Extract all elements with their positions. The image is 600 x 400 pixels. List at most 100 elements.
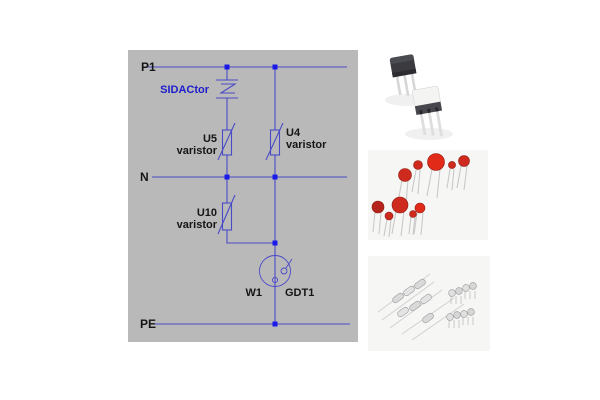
gdt-capsule	[392, 292, 404, 304]
varistor-disc	[427, 153, 445, 171]
gdt-electrode-right	[280, 267, 288, 275]
varistor-disc	[413, 160, 423, 170]
varistor-disc	[391, 196, 409, 214]
varistor-leads	[372, 165, 468, 238]
lead	[372, 211, 382, 235]
component-type-u4: varistor	[286, 139, 327, 151]
to-package-dark-icon	[389, 54, 418, 97]
rail-label-pe: PE	[140, 317, 156, 331]
to-package-light-icon	[412, 85, 443, 137]
varistor-disc	[458, 155, 470, 167]
varistor-disc	[371, 200, 385, 214]
package-top-face	[389, 54, 414, 64]
sidactor-packages-photo	[363, 42, 467, 144]
gdt-bead	[462, 284, 470, 292]
wire-left-bottom	[226, 177, 275, 244]
lead	[411, 169, 421, 195]
varistor-disc	[398, 168, 412, 182]
sidactor-packages-image	[385, 54, 453, 140]
junction-dot	[224, 64, 230, 70]
junction-dot	[224, 174, 230, 180]
lead	[411, 303, 465, 341]
gdt-bead	[469, 282, 477, 290]
varistor-u5-body	[221, 129, 233, 156]
gdt-capsule	[397, 306, 409, 318]
lead	[419, 112, 427, 136]
varistor-u4-body	[269, 129, 281, 156]
gas-discharge-tubes-photo	[368, 256, 490, 351]
lead	[383, 218, 392, 238]
disc-varistors-image	[371, 153, 470, 238]
varistor-disc	[384, 211, 394, 221]
gdt-3electrode	[448, 287, 463, 304]
lead-root	[427, 108, 431, 114]
lead	[426, 168, 441, 199]
varistor-u5-diagonal	[217, 122, 236, 161]
junction-dots	[224, 64, 278, 327]
gdt-symbol	[259, 255, 293, 287]
junction-dot	[272, 64, 278, 70]
rail-label-p1: P1	[141, 60, 156, 74]
lead	[427, 111, 435, 136]
junction-dot	[272, 174, 278, 180]
component-ref-w1: W1	[246, 287, 263, 299]
varistor-u10-symbol	[217, 194, 236, 235]
varistor-u5-symbol	[217, 122, 236, 161]
varistor-discs	[371, 153, 470, 221]
component-ref-u10: U10	[197, 207, 217, 219]
component-ref-gdt1: GDT1	[285, 287, 314, 299]
varistor-disc	[414, 202, 426, 214]
disc-varistors-photo	[368, 150, 488, 240]
component-ref-u4: U4	[286, 127, 301, 139]
lead-root	[419, 110, 423, 115]
lead	[446, 168, 455, 191]
package-base	[392, 68, 417, 78]
gdt-bead	[448, 289, 456, 297]
gdt-capsule	[403, 285, 415, 297]
gdt-bead	[453, 311, 461, 319]
lead	[413, 212, 424, 236]
junction-dot	[272, 240, 278, 246]
varistor-disc	[409, 210, 417, 218]
varistor-u10-diagonal	[217, 194, 236, 235]
lead	[448, 320, 460, 328]
three-electrode-gdts	[446, 282, 477, 328]
gdt-bead	[446, 313, 454, 321]
gdt-gap-line	[285, 258, 293, 269]
varistor-u4-symbol	[265, 122, 284, 161]
lead	[381, 281, 435, 321]
circuit-diagram-panel: P1 N PE SIDACtor U5 varistor U4 varistor…	[128, 50, 358, 342]
lead	[403, 74, 410, 96]
lead	[450, 296, 462, 304]
gdt-3electrode	[460, 308, 475, 325]
varistor-disc	[448, 161, 456, 169]
lead	[462, 317, 474, 325]
gdt-3electrode	[446, 311, 461, 328]
gdt-capsule	[409, 300, 421, 312]
gdt-bead	[467, 308, 475, 316]
varistor-u10-body	[221, 202, 233, 231]
lead	[391, 210, 405, 237]
varistor-u4-diagonal	[265, 122, 284, 161]
lead-root	[435, 107, 439, 112]
gdt-capsule	[420, 293, 432, 305]
component-ref-u5: U5	[203, 133, 217, 145]
gdt-bead	[460, 310, 468, 318]
gdt-bead	[455, 287, 463, 295]
component-label-sidactor: SIDACtor	[160, 84, 210, 96]
lead	[456, 165, 468, 191]
gdt-capsule	[422, 312, 434, 324]
lead	[408, 216, 416, 236]
sidactor-z	[219, 83, 237, 94]
shadow	[405, 128, 453, 140]
lead	[395, 75, 402, 96]
component-type-u5: varistor	[177, 145, 218, 157]
lead	[464, 291, 476, 299]
rail-label-n: N	[140, 170, 149, 184]
gas-discharge-tubes-image	[377, 273, 477, 341]
circuit-diagram: P1 N PE SIDACtor U5 varistor U4 varistor…	[140, 60, 350, 331]
gdt-capsule	[414, 278, 426, 290]
gdt-envelope	[259, 255, 291, 287]
junction-dot	[272, 321, 278, 327]
